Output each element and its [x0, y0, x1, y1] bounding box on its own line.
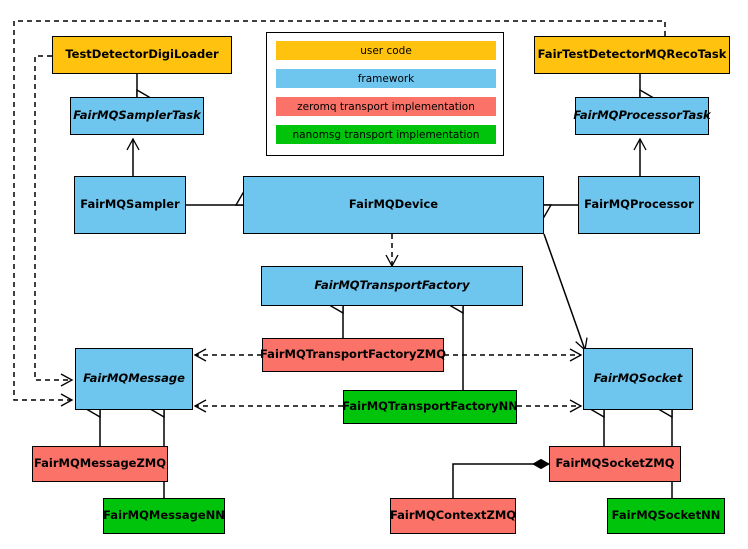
- edge-digiloader-to-message: [34, 55, 74, 387]
- class-node-FairMQTransportFactory[interactable]: FairMQTransportFactory: [261, 266, 523, 306]
- class-node-TestDetectorDigiLoader[interactable]: TestDetectorDigiLoader: [52, 36, 232, 74]
- class-node-FairMQMessageNN[interactable]: FairMQMessageNN: [103, 498, 225, 534]
- legend-panel: user code framework zeromq transport imple…: [266, 32, 504, 156]
- class-node-FairMQSocketZMQ[interactable]: FairMQSocketZMQ: [549, 446, 681, 482]
- class-node-FairMQTransportFactoryZMQ[interactable]: FairMQTransportFactoryZMQ: [260, 338, 446, 372]
- class-node-FairMQSocketNN[interactable]: FairMQSocketNN: [607, 498, 725, 534]
- class-node-FairMQMessageZMQ[interactable]: FairMQMessageZMQ: [32, 446, 168, 482]
- edge-contextzmq-to-socketzmq: [452, 464, 549, 498]
- class-node-FairMQSampler[interactable]: FairMQSampler: [74, 176, 186, 234]
- class-node-FairMQProcessor[interactable]: FairMQProcessor: [578, 176, 700, 234]
- class-node-FairMQDevice[interactable]: FairMQDevice: [243, 176, 544, 234]
- class-node-FairTestDetectorMQRecoTask[interactable]: FairTestDetectorMQRecoTask: [534, 36, 730, 74]
- class-node-FairMQMessage[interactable]: FairMQMessage: [75, 348, 193, 410]
- class-node-FairMQTransportFactoryNN[interactable]: FairMQTransportFactoryNN: [342, 390, 518, 424]
- legend-item-fw: framework: [276, 69, 496, 88]
- legend-item-nn: nanomsg transport implementation: [276, 125, 496, 144]
- class-node-FairMQSocket[interactable]: FairMQSocket: [583, 348, 693, 410]
- legend-item-zmq: zeromq transport implementation: [276, 97, 496, 116]
- class-node-FairMQContextZMQ[interactable]: FairMQContextZMQ: [390, 498, 516, 534]
- class-node-FairMQSamplerTask[interactable]: FairMQSamplerTask: [70, 97, 204, 135]
- legend-item-user: user code: [276, 41, 496, 60]
- edge-device-to-socket: [543, 233, 588, 352]
- class-node-FairMQProcessorTask[interactable]: FairMQProcessorTask: [573, 97, 711, 135]
